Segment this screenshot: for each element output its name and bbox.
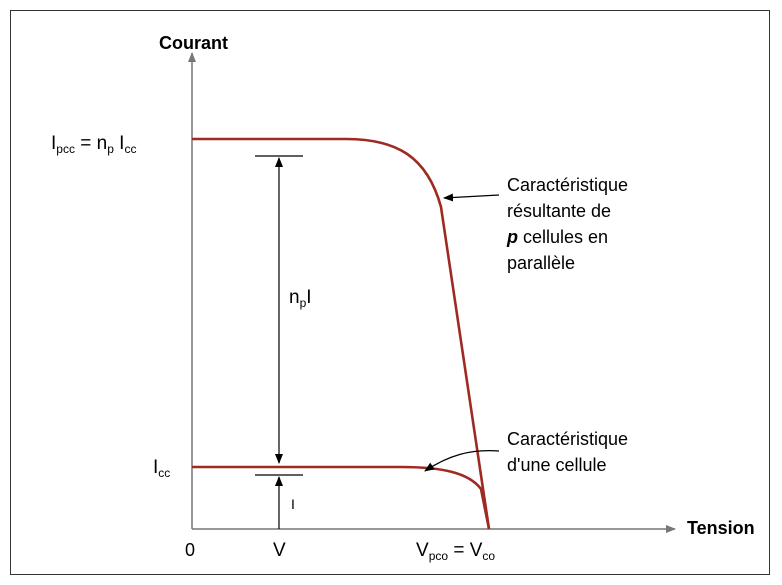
- icc-label: Icc: [153, 457, 170, 480]
- origin-label: 0: [185, 540, 195, 560]
- ipcc-label: Ipcc = np Icc: [51, 133, 136, 156]
- parallel-annotation: Caractéristique résultante de p cellules…: [506, 175, 633, 273]
- v-label: V: [273, 540, 286, 561]
- single-cell-curve: [192, 465, 491, 530]
- x-axis-label: Tension: [687, 518, 755, 538]
- parallel-callout-arrow: [443, 193, 500, 202]
- i-label: I: [291, 496, 295, 512]
- vpco-label: Vpco = Vco: [416, 540, 495, 563]
- parallel-cells-curve: [192, 137, 491, 530]
- single-annotation: Caractéristique d'une cellule: [507, 429, 633, 475]
- diagram-frame: Courant Tension 0 Ipcc = np Icc Icc V Vp…: [10, 10, 770, 575]
- npi-label: npI: [289, 287, 312, 310]
- single-callout-arrow: [424, 450, 500, 472]
- y-axis-label: Courant: [159, 33, 228, 53]
- iv-characteristic-diagram: Courant Tension 0 Ipcc = np Icc Icc V Vp…: [51, 33, 755, 563]
